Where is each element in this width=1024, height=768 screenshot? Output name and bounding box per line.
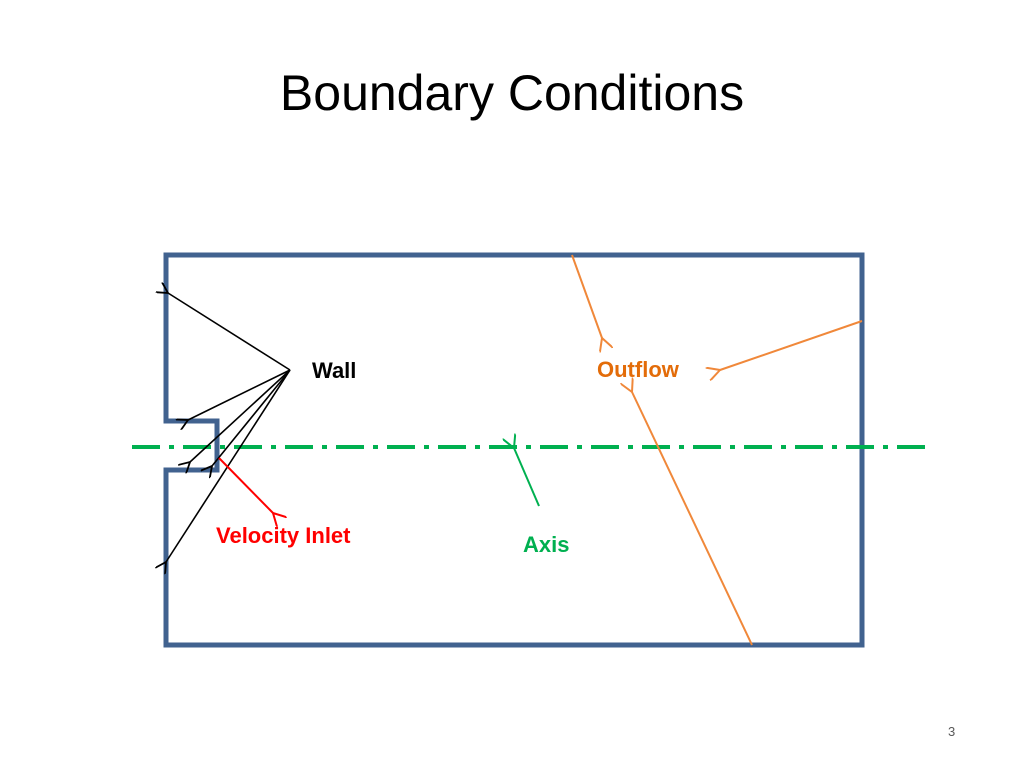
velocity-inlet-label: Velocity Inlet: [216, 523, 351, 548]
slide-title: Boundary Conditions: [279, 65, 745, 121]
wall-arrow-step-bottom: [212, 369, 291, 466]
axis-label: Axis: [523, 532, 569, 557]
wall-label: Wall: [312, 358, 356, 383]
wall-arrow-step-top: [188, 369, 291, 420]
outflow-arrow-right: [720, 320, 863, 370]
wall-arrow-upper: [168, 293, 291, 371]
wall-arrows: [166, 293, 291, 562]
outflow-arrow-bottom: [632, 392, 753, 646]
axis-arrow: [514, 448, 540, 507]
outflow-label: Outflow: [597, 357, 680, 382]
outflow-arrow-top: [571, 254, 602, 338]
outflow-arrows: [571, 254, 863, 646]
wall-arrow-step-face: [190, 369, 291, 462]
page-number: 3: [948, 724, 956, 739]
velocity-inlet-arrow: [218, 457, 273, 513]
